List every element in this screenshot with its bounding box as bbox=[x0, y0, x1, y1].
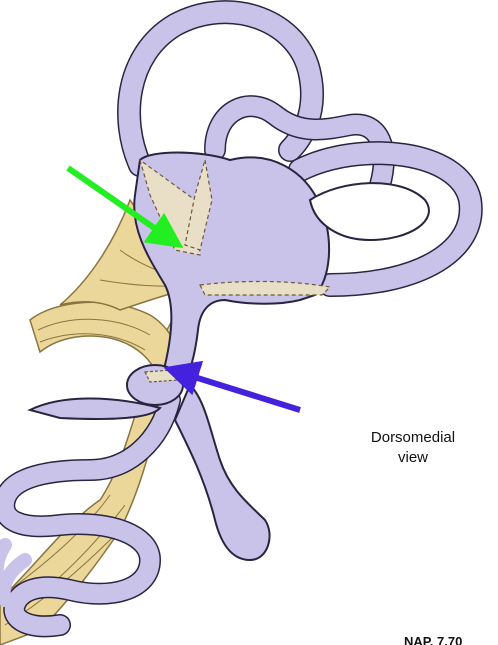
caption-line-2: view bbox=[397, 449, 428, 466]
green-arrow-icon bbox=[66, 165, 184, 249]
view-caption: Dorsomedial view bbox=[343, 428, 483, 468]
cochlea bbox=[0, 389, 181, 638]
figure-reference-label: NAP. 7.70 bbox=[404, 634, 463, 645]
caption-line-1: Dorsomedial bbox=[370, 429, 456, 446]
vestibular-labyrinth bbox=[27, 0, 483, 562]
blue-arrow-icon bbox=[163, 360, 301, 413]
